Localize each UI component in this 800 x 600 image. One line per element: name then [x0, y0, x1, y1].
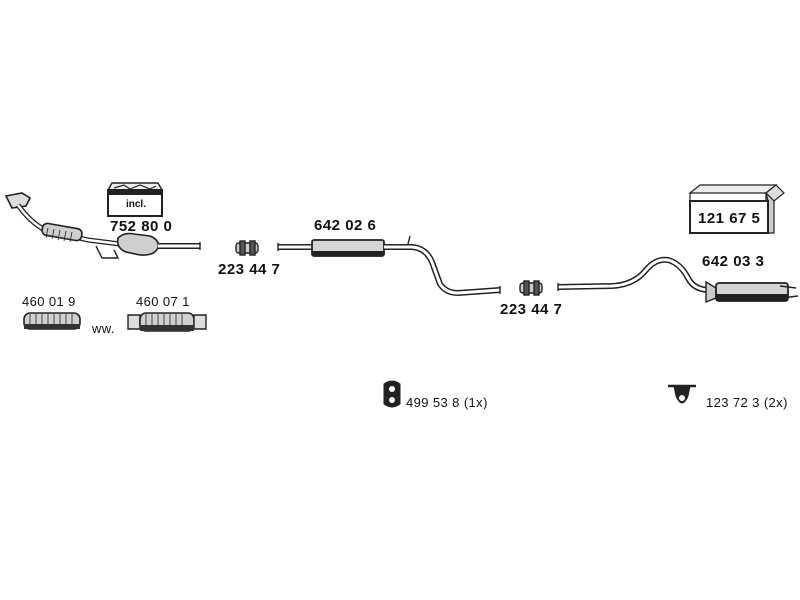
middle-muffler-part-number: 642 02 6	[314, 217, 377, 234]
fitting-kit-box-icon	[688, 184, 785, 234]
fitting-kit-part-number: 121 67 5	[698, 210, 761, 227]
rubber-mount-icon	[383, 380, 401, 408]
flex-pipe-a-part-number: 460 01 9	[22, 294, 76, 309]
hanger-mount-part-number: 123 72 3 (2x)	[706, 395, 788, 410]
front-pipe-with-catalyst	[4, 192, 201, 259]
front-pipe-part-number: 752 80 0	[110, 218, 173, 235]
clamp-left-part-number: 223 44 7	[218, 261, 281, 278]
hanger-mount-icon	[668, 384, 696, 404]
included-kit-label: incl.	[125, 199, 146, 210]
clamp-right-part-number: 223 44 7	[500, 301, 563, 318]
rubber-mount-part-number: 499 53 8 (1x)	[406, 395, 488, 410]
alternative-marker: ww.	[92, 321, 115, 336]
flex-pipe-b-icon	[127, 312, 207, 332]
clamp-right-icon	[519, 280, 543, 296]
clamp-left-icon	[235, 240, 259, 256]
included-kit-box-icon	[106, 182, 164, 217]
middle-muffler-pipe	[277, 235, 501, 297]
flex-pipe-a-icon	[23, 312, 81, 330]
flex-pipe-b-part-number: 460 07 1	[136, 294, 190, 309]
rear-muffler-pipe	[557, 256, 799, 304]
rear-muffler-part-number: 642 03 3	[702, 253, 765, 270]
